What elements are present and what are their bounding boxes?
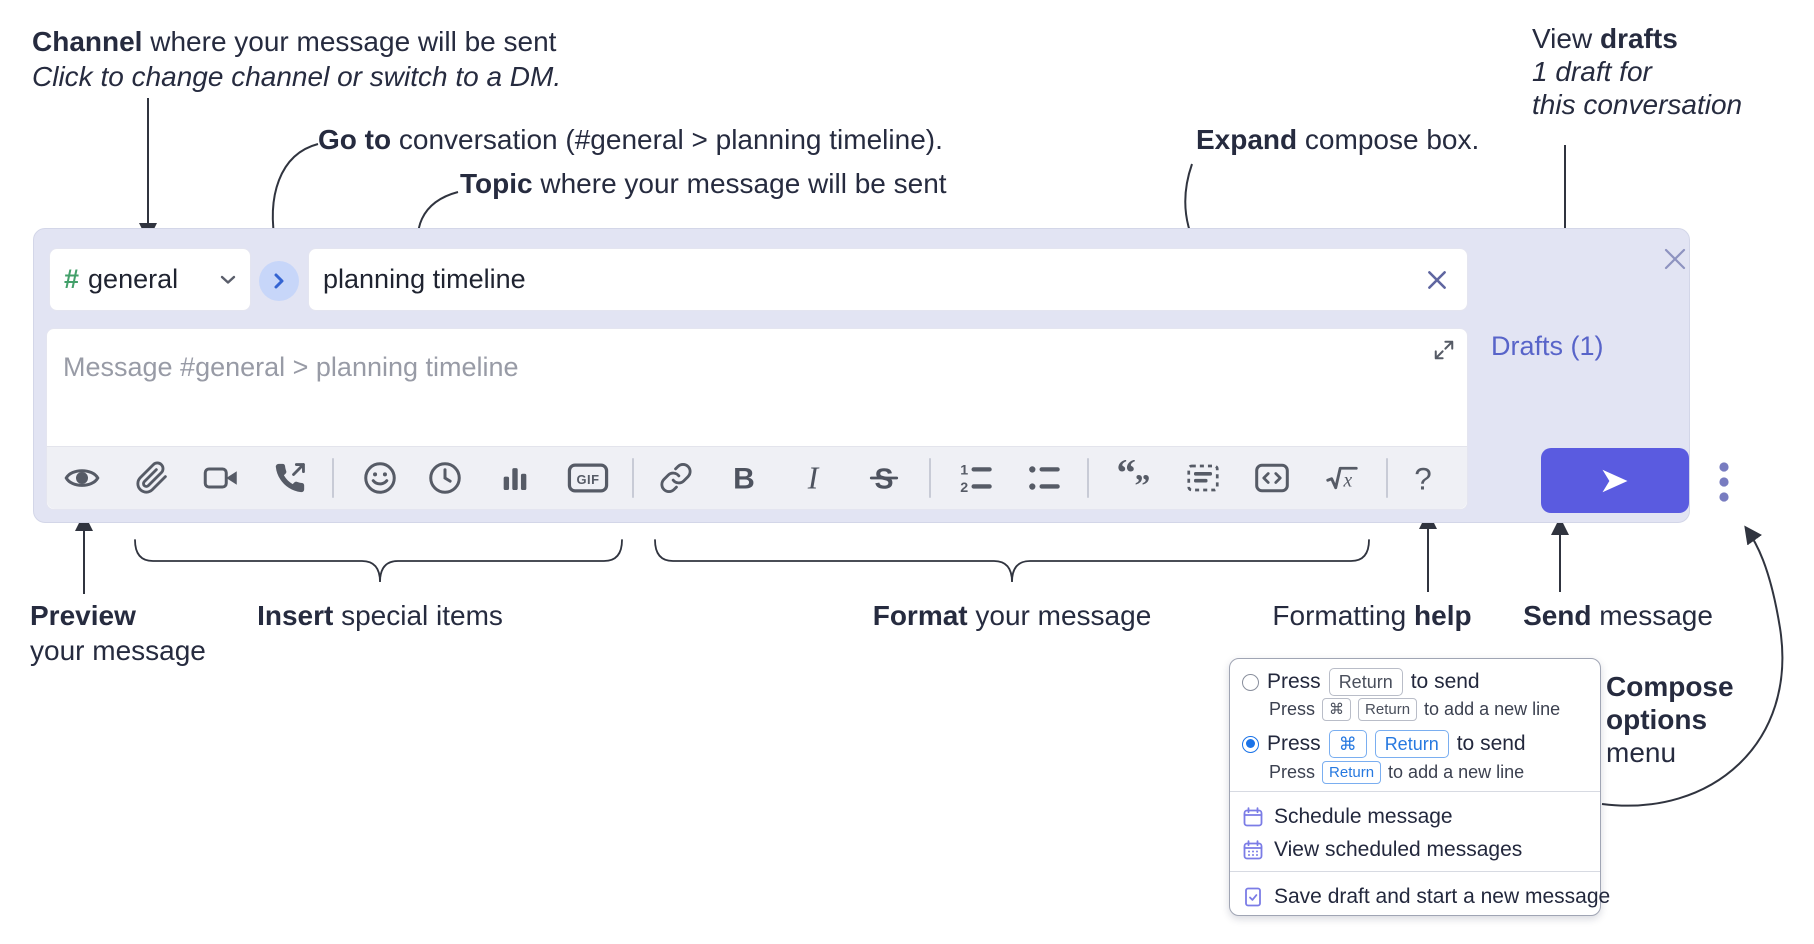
- math-latex-icon[interactable]: x: [1324, 460, 1360, 496]
- svg-text:1: 1: [960, 463, 968, 479]
- poll-chart-icon[interactable]: [497, 460, 533, 496]
- preview-note: Preview your message: [30, 600, 206, 666]
- radio-unselected-icon[interactable]: [1242, 673, 1259, 691]
- go-to-conversation-button[interactable]: [259, 261, 299, 301]
- insert-brace: [134, 539, 623, 583]
- clear-topic-icon[interactable]: [1425, 268, 1449, 292]
- code-icon[interactable]: [1254, 460, 1290, 496]
- compose-options-note: Compose options menu: [1606, 671, 1734, 768]
- spoiler-icon[interactable]: [1185, 460, 1221, 496]
- voice-call-icon[interactable]: [272, 460, 308, 496]
- expand-note: Expand compose box.: [1196, 124, 1480, 155]
- topic-note: Topic where your message will be sent: [460, 168, 947, 199]
- popup-divider: [1230, 791, 1600, 792]
- send-plane-icon: [1602, 469, 1628, 492]
- send-option-return[interactable]: Press Return to send: [1230, 668, 1612, 696]
- schedule-message-item[interactable]: Schedule message: [1230, 801, 1613, 833]
- send-option-cmd-return[interactable]: Press ⌘ Return to send: [1230, 730, 1612, 758]
- cmd-key: ⌘: [1328, 730, 1367, 758]
- save-draft-item[interactable]: Save draft and start a new message: [1230, 881, 1613, 913]
- calendar-grid-icon: [1243, 840, 1263, 860]
- svg-text:?: ?: [1414, 460, 1432, 496]
- send-button[interactable]: [1541, 448, 1689, 513]
- popup-divider: [1230, 871, 1600, 872]
- draft-document-icon: [1245, 887, 1261, 907]
- radio-selected-icon[interactable]: [1242, 735, 1259, 753]
- svg-text:“: “: [1118, 460, 1136, 495]
- topic-field: [308, 248, 1468, 311]
- view-scheduled-messages-item[interactable]: View scheduled messages: [1230, 834, 1613, 866]
- view-drafts-note: View drafts 1 draft for this conversatio…: [1532, 23, 1743, 120]
- send-note: Send message: [1523, 600, 1713, 631]
- formatting-help-note: Formatting help: [1272, 600, 1472, 631]
- bold-icon[interactable]: B: [726, 460, 762, 496]
- send-option-cmd-return-sub: Press Return to add a new line: [1269, 761, 1525, 784]
- goto-note: Go to conversation (#general > planning …: [318, 124, 943, 155]
- channel-name: general: [88, 264, 179, 294]
- close-compose-icon[interactable]: [1661, 245, 1689, 273]
- svg-text:B: B: [733, 463, 755, 496]
- compose-options-menu-icon[interactable]: [1718, 461, 1730, 505]
- insert-note: Insert special items: [257, 600, 503, 631]
- toolbar-divider: [929, 458, 931, 498]
- attach-paperclip-icon[interactable]: [134, 460, 170, 496]
- format-brace: [654, 539, 1370, 583]
- expand-compose-icon[interactable]: [1433, 339, 1455, 361]
- video-call-icon[interactable]: [203, 460, 239, 496]
- svg-text:S: S: [874, 464, 893, 496]
- formatting-help-icon[interactable]: ?: [1405, 460, 1441, 496]
- chevron-right-icon: [274, 273, 284, 289]
- return-key: Return: [1322, 761, 1382, 784]
- emoji-icon[interactable]: [362, 460, 398, 496]
- preview-eye-icon[interactable]: [64, 460, 100, 496]
- toolbar-divider: [332, 458, 334, 498]
- toolbar-divider: [632, 458, 634, 498]
- italic-icon[interactable]: I: [795, 460, 831, 496]
- bulleted-list-icon[interactable]: [1026, 460, 1062, 496]
- toolbar-divider: [1087, 458, 1089, 498]
- svg-text:I: I: [807, 461, 820, 496]
- format-note: Format your message: [872, 600, 1152, 631]
- svg-text:x: x: [1343, 470, 1353, 491]
- calendar-icon: [1243, 807, 1263, 827]
- quote-icon[interactable]: “”: [1118, 460, 1154, 496]
- strikethrough-icon[interactable]: S: [866, 460, 902, 496]
- channel-selector-button[interactable]: # general: [49, 248, 251, 311]
- send-option-return-sub: Press ⌘ Return to add a new line: [1269, 698, 1561, 721]
- toolbar-divider: [1386, 458, 1388, 498]
- return-key: Return: [1328, 668, 1403, 696]
- channel-note: Channel where your message will be sent …: [32, 26, 562, 92]
- topic-input[interactable]: [309, 249, 1467, 310]
- compose-options-popup: Press Return to send Press ⌘ Return to a…: [1229, 658, 1610, 916]
- svg-text:”: ”: [1135, 468, 1151, 496]
- drafts-link[interactable]: Drafts (1): [1491, 331, 1604, 361]
- gif-icon[interactable]: GIF: [567, 460, 609, 496]
- chevron-down-icon: [220, 275, 236, 285]
- return-key: Return: [1358, 698, 1418, 721]
- svg-text:GIF: GIF: [577, 472, 600, 487]
- global-time-icon[interactable]: [427, 460, 463, 496]
- link-icon[interactable]: [658, 460, 694, 496]
- cmd-key: ⌘: [1322, 698, 1352, 721]
- channel-hash-icon: #: [64, 264, 80, 294]
- message-input[interactable]: [47, 329, 1467, 387]
- return-key: Return: [1374, 730, 1449, 758]
- svg-text:2: 2: [960, 480, 968, 496]
